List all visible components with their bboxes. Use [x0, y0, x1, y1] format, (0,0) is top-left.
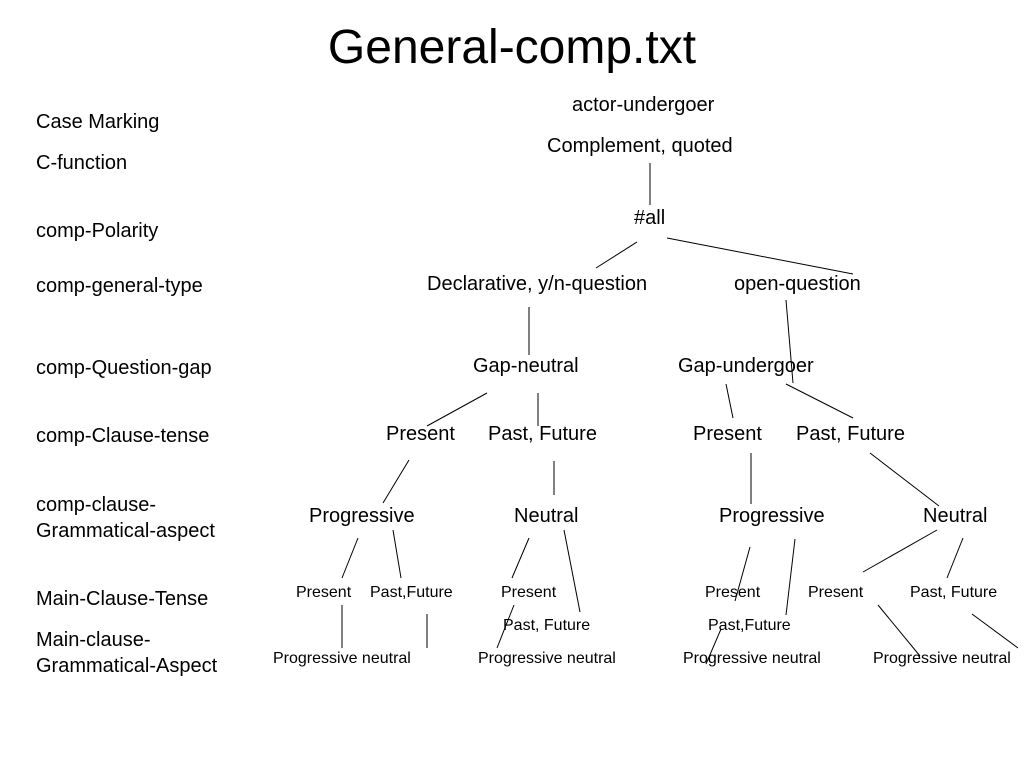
edge [426, 392, 488, 427]
node-past-future: Past, Future [796, 423, 905, 445]
row-label-comp-clause-aspect: comp-clause- Grammatical-aspect [36, 494, 215, 542]
node-all: #all [634, 207, 666, 229]
edge [785, 538, 796, 616]
node-complement-quoted: Complement, quoted [547, 135, 733, 157]
edge [496, 604, 515, 649]
slide-title: General-comp.txt [327, 21, 697, 74]
node-main-clause-aspect: Progressive neutral [873, 650, 1011, 667]
node-main-clause-aspect: Progressive neutral [478, 650, 616, 667]
node-main-clause-past-future: Past,Future [370, 584, 453, 601]
edge [877, 604, 921, 657]
row-label-comp-polarity: comp-Polarity [36, 220, 159, 242]
edge [705, 628, 722, 665]
node-open-question: open-question [734, 273, 861, 295]
edge [971, 613, 1019, 649]
node-main-clause-present: Present [501, 584, 557, 601]
node-declarative: Declarative, y/n-question [427, 273, 648, 295]
row-label-c-function: C-function [36, 152, 128, 174]
edge [785, 383, 854, 419]
node-main-clause-present: Present [808, 584, 864, 601]
node-present: Present [693, 423, 762, 445]
node-present: Present [386, 423, 455, 445]
row-label-case-marking: Case Marking [36, 111, 160, 133]
node-main-clause-aspect: Progressive neutral [273, 650, 411, 667]
row-label-comp-question-gap: comp-Question-gap [36, 357, 212, 379]
node-neutral: Neutral [923, 505, 988, 527]
node-progressive: Progressive [309, 505, 415, 527]
row-label-main-clause-aspect: Main-clause- Grammatical-Aspect [36, 629, 218, 677]
edge [862, 529, 938, 573]
node-gap-undergoer: Gap-undergoer [678, 355, 814, 377]
node-past-future: Past, Future [488, 423, 597, 445]
edge [666, 237, 854, 275]
node-gap-neutral: Gap-neutral [473, 355, 579, 377]
node-neutral: Neutral [514, 505, 579, 527]
edge [392, 529, 402, 579]
edge [563, 529, 581, 613]
edge [341, 537, 359, 579]
edge [511, 537, 530, 579]
edge [595, 241, 638, 269]
node-main-clause-past-future: Past, Future [503, 617, 591, 634]
edge [725, 383, 734, 419]
row-label-comp-general-type: comp-general-type [36, 275, 203, 297]
node-progressive: Progressive [719, 505, 825, 527]
node-main-clause-past-future: Past, Future [910, 584, 998, 601]
row-label-comp-clause-tense: comp-Clause-tense [36, 425, 210, 447]
node-main-clause-aspect: Progressive neutral [683, 650, 821, 667]
row-label-main-clause-tense: Main-Clause-Tense [36, 588, 209, 610]
edge [785, 299, 794, 384]
node-main-clause-past-future: Past,Future [708, 617, 791, 634]
edge [869, 452, 940, 507]
edge [946, 537, 964, 579]
node-actor-undergoer: actor-undergoer [572, 94, 715, 116]
node-main-clause-present: Present [296, 584, 352, 601]
edge [382, 459, 410, 504]
node-main-clause-present: Present [705, 584, 761, 601]
edge [734, 546, 751, 602]
